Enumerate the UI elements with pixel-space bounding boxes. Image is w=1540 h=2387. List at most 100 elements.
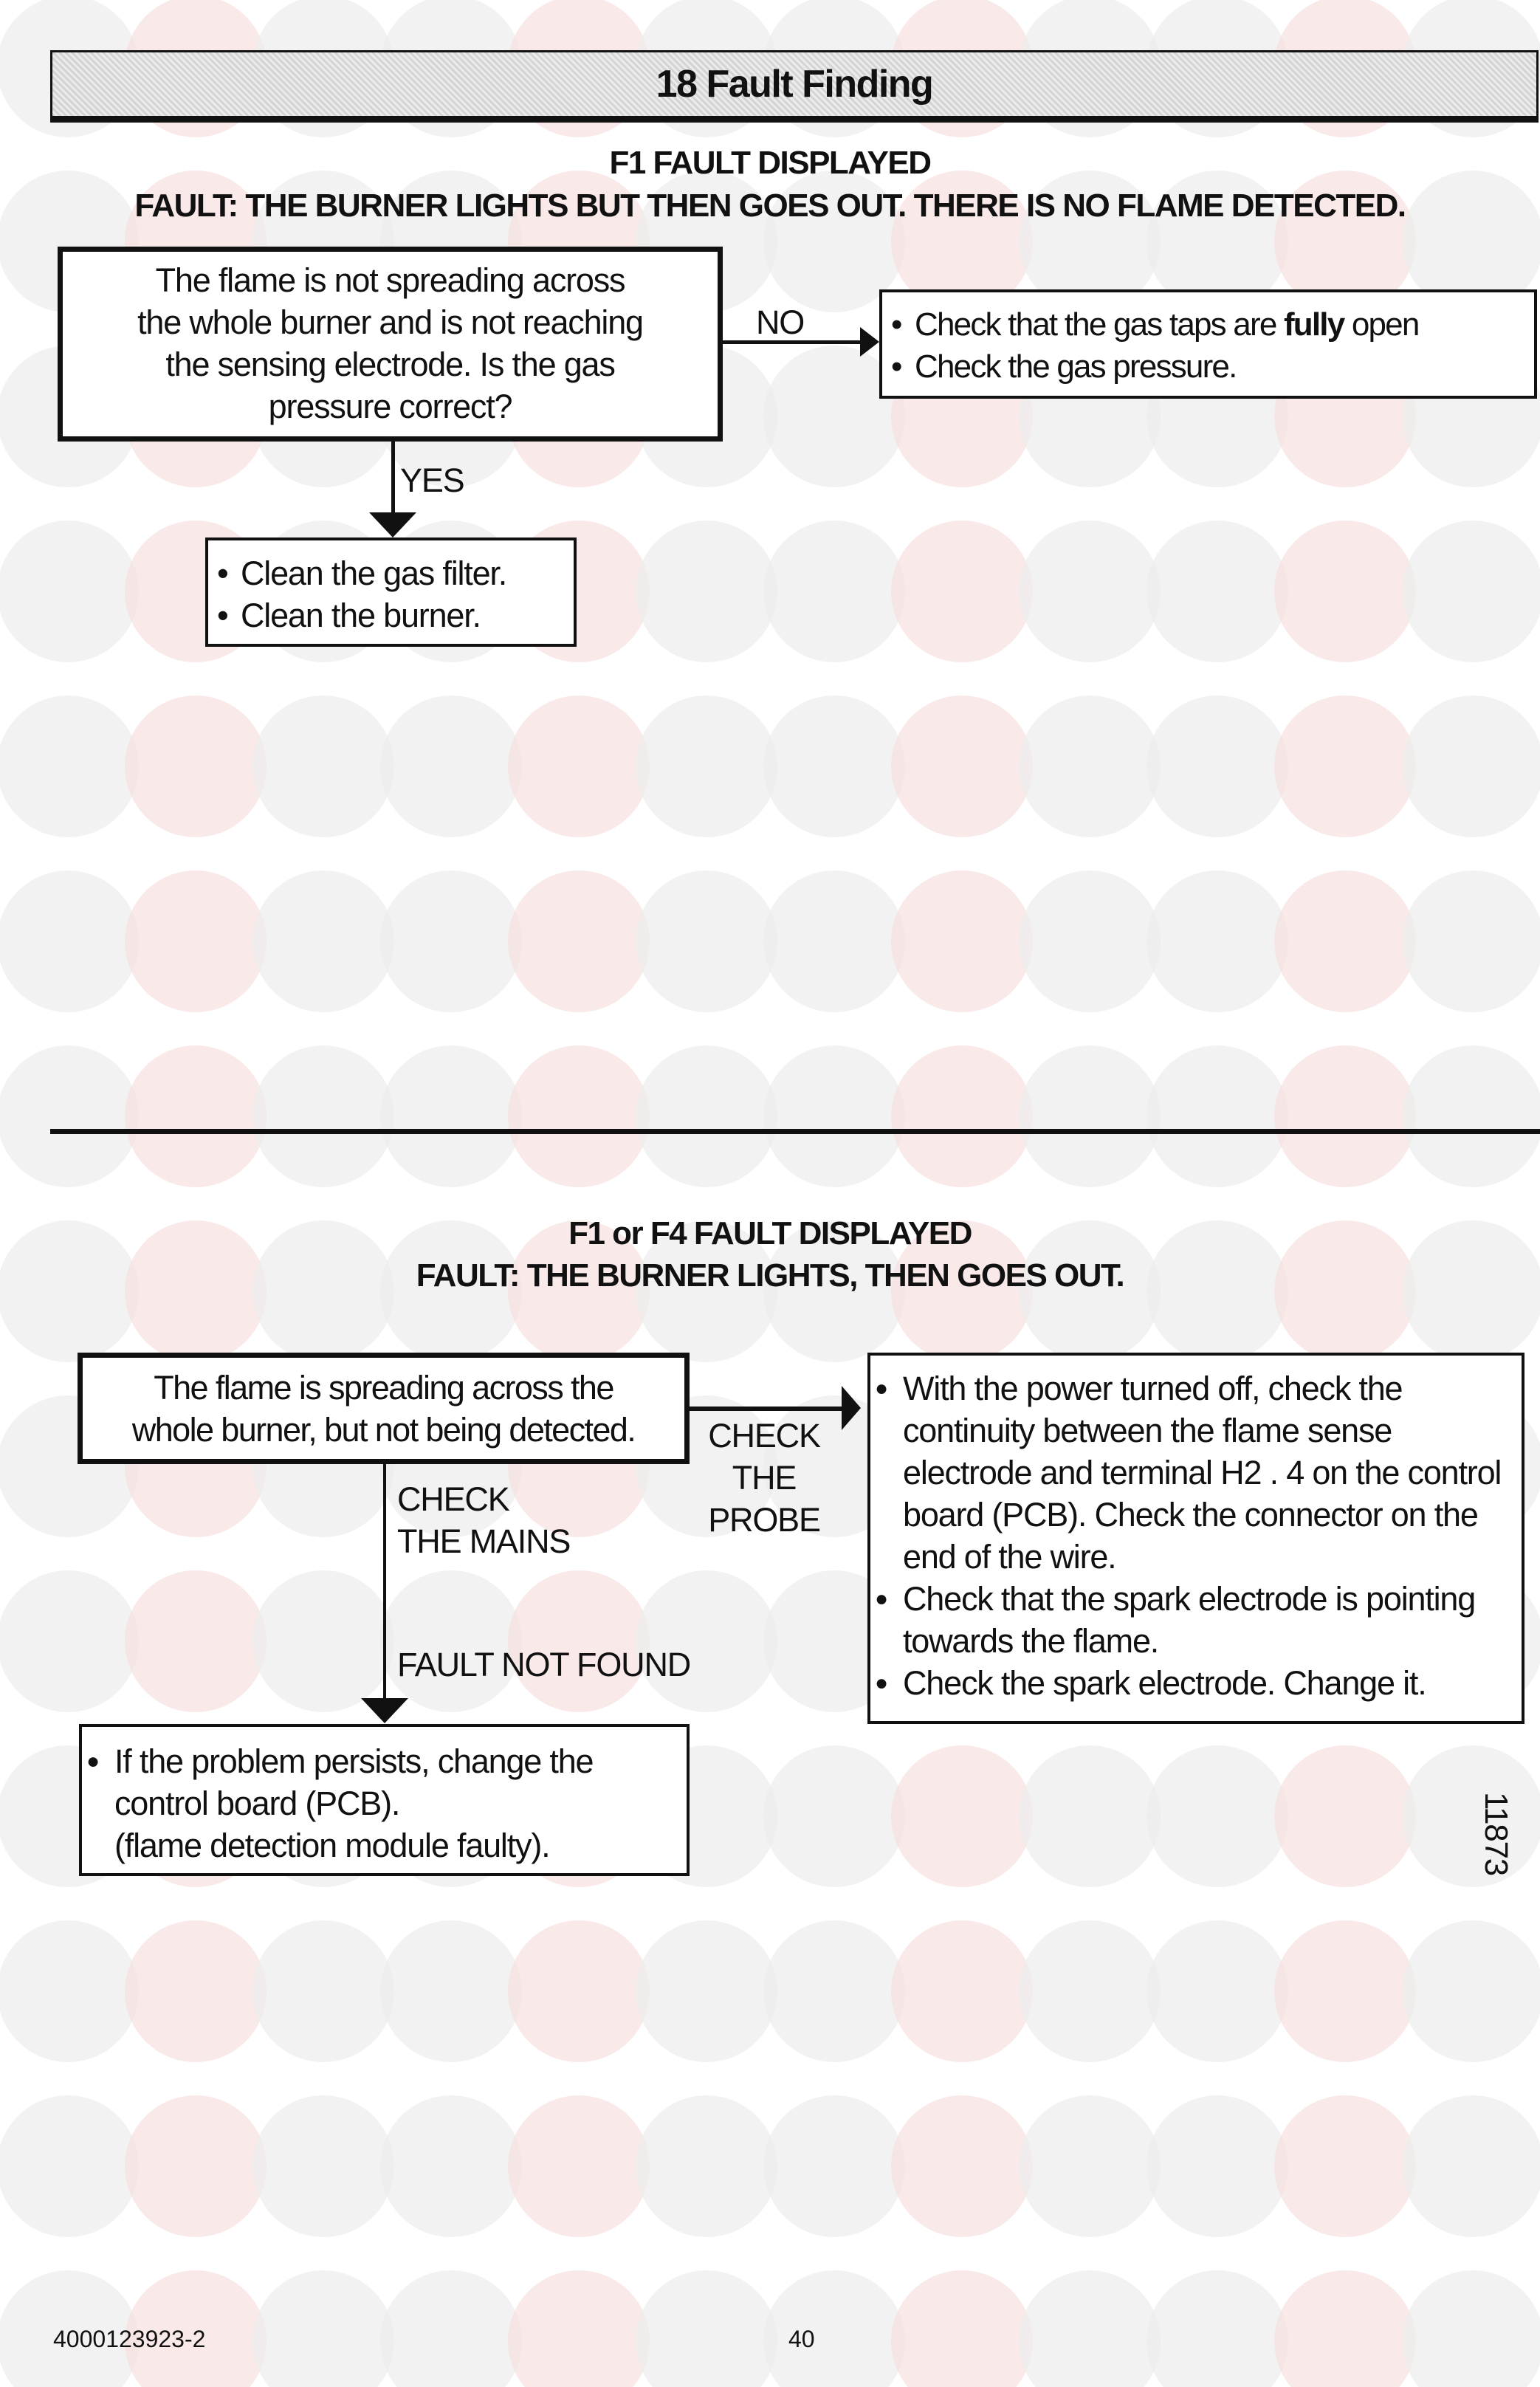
watermark-circle xyxy=(763,521,905,662)
watermark-circle xyxy=(891,696,1033,837)
watermark-circle xyxy=(636,1920,777,2062)
watermark-circle xyxy=(508,1570,650,1712)
f1-yes-action-box: Clean the gas filter. Clean the burner. xyxy=(205,537,577,647)
watermark-circle xyxy=(1402,1745,1540,1887)
watermark-circle xyxy=(252,1220,394,1362)
watermark-circle xyxy=(891,2270,1033,2387)
question-line: The flame is spreading across the xyxy=(154,1369,614,1407)
no-connector xyxy=(723,340,863,344)
watermark-circle xyxy=(508,696,650,837)
yes-label: YES xyxy=(400,461,465,499)
action-item: If the problem persists, change thecontr… xyxy=(82,1740,687,1866)
action-item: Clean the gas filter. xyxy=(208,552,574,594)
watermark-circle xyxy=(1274,2095,1416,2237)
watermark-circle xyxy=(1402,696,1540,837)
f1-fault-description: FAULT: THE BURNER LIGHTS BUT THEN GOES O… xyxy=(134,188,1406,224)
watermark-circle xyxy=(252,1570,394,1712)
watermark-circle xyxy=(1274,1920,1416,2062)
watermark-circle xyxy=(252,1920,394,2062)
watermark-circle xyxy=(0,521,139,662)
watermark-circle xyxy=(1147,1920,1288,2062)
yes-connector xyxy=(391,442,395,515)
watermark-circle xyxy=(1019,870,1161,1012)
action-item: Clean the burner. xyxy=(208,594,574,636)
watermark-circle xyxy=(1019,171,1161,312)
arrow-right-icon xyxy=(860,327,879,357)
watermark-circle xyxy=(763,2095,905,2237)
section-divider xyxy=(50,1129,1540,1134)
section-header: 18 Fault Finding xyxy=(50,50,1539,123)
watermark-circle xyxy=(636,1045,777,1187)
watermark-circle xyxy=(891,521,1033,662)
watermark-circle xyxy=(763,171,905,312)
watermark-circle xyxy=(1402,1920,1540,2062)
watermark-circle xyxy=(1147,1220,1288,1362)
document-number: 4000123923-2 xyxy=(53,2326,206,2352)
watermark-circle xyxy=(636,521,777,662)
watermark-circle xyxy=(252,1045,394,1187)
watermark-circle xyxy=(380,870,522,1012)
action-item: Check that the spark electrode is pointi… xyxy=(870,1578,1514,1662)
watermark-circle xyxy=(252,2270,394,2387)
watermark-circle xyxy=(380,696,522,837)
watermark-circle xyxy=(252,696,394,837)
watermark-circle xyxy=(0,1045,139,1187)
f1-question-box: The flame is not spreading across the wh… xyxy=(58,247,723,442)
watermark-circle xyxy=(1147,2270,1288,2387)
watermark-circle xyxy=(891,2095,1033,2237)
watermark-circle xyxy=(1402,870,1540,1012)
watermark-circle xyxy=(636,2095,777,2237)
watermark-circle xyxy=(0,2270,139,2387)
watermark-circle xyxy=(380,2270,522,2387)
watermark-circle xyxy=(508,2095,650,2237)
section-title: 18 Fault Finding xyxy=(656,63,934,106)
watermark-circle xyxy=(1274,1220,1416,1362)
question-line: the sensing electrode. Is the gas xyxy=(165,346,616,383)
watermark-circle xyxy=(0,1920,139,2062)
watermark-circle xyxy=(1274,1745,1416,1887)
action-item: Check the spark electrode. Change it. xyxy=(870,1662,1514,1704)
watermark-circle xyxy=(508,1045,650,1187)
watermark-circle xyxy=(1019,1045,1161,1187)
watermark-circle xyxy=(636,2270,777,2387)
final-action-box: If the problem persists, change thecontr… xyxy=(79,1724,690,1876)
watermark-circle xyxy=(125,1570,267,1712)
watermark-circle xyxy=(763,346,905,487)
f1-heading: F1 FAULT DISPLAYED xyxy=(609,145,932,181)
watermark-circle xyxy=(1274,2270,1416,2387)
page-number: 40 xyxy=(788,2326,815,2352)
watermark-circle xyxy=(636,1570,777,1712)
watermark-circle xyxy=(763,696,905,837)
watermark-circle xyxy=(380,2095,522,2237)
watermark-circle xyxy=(380,1570,522,1712)
question-line: The flame is not spreading across xyxy=(155,261,626,299)
watermark-circle xyxy=(1019,521,1161,662)
watermark-circle xyxy=(636,696,777,837)
action-item: Check that the gas taps are fully open xyxy=(882,303,1534,346)
f1-f4-heading: F1 or F4 FAULT DISPLAYED xyxy=(568,1215,972,1251)
watermark-circle xyxy=(1147,1745,1288,1887)
watermark-circle xyxy=(1402,521,1540,662)
watermark-circle xyxy=(508,1920,650,2062)
watermark-circle xyxy=(1402,1220,1540,1362)
watermark-circle xyxy=(636,870,777,1012)
question-line: whole burner, but not being detected. xyxy=(131,1411,636,1449)
watermark-circle xyxy=(125,2095,267,2237)
watermark-circle xyxy=(1274,521,1416,662)
watermark-circle xyxy=(636,1220,777,1362)
watermark-circle xyxy=(891,1745,1033,1887)
f1-no-action-box: Check that the gas taps are fully open C… xyxy=(879,289,1537,399)
watermark-circle xyxy=(1402,2095,1540,2237)
watermark-circle xyxy=(252,2095,394,2237)
arrow-down-icon xyxy=(361,1698,408,1723)
watermark-circle xyxy=(1019,696,1161,837)
watermark-circle xyxy=(0,1570,139,1712)
watermark-circle xyxy=(508,2270,650,2387)
watermark-circle xyxy=(0,1220,139,1362)
watermark-circle xyxy=(0,696,139,837)
watermark-circle xyxy=(1402,171,1540,312)
watermark-circle xyxy=(1147,521,1288,662)
watermark-circle xyxy=(1147,171,1288,312)
